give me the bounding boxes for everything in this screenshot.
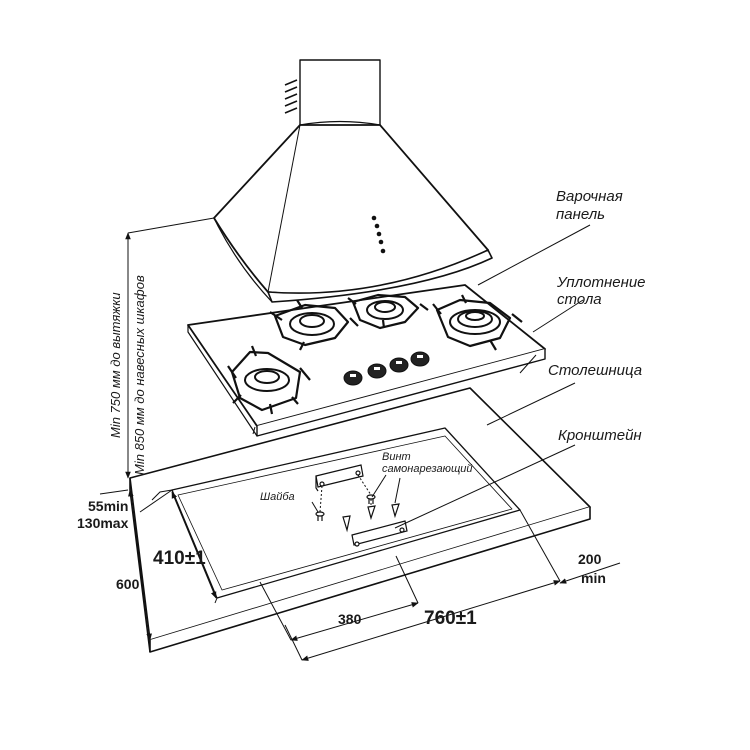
edge-gap-max: 130max: [77, 515, 129, 531]
side-gap-min: min: [581, 570, 606, 586]
countertop-label: Столешница: [548, 362, 643, 379]
edge-gap-min: 55min: [88, 498, 129, 514]
screw-label-line2: самонарезающий: [382, 463, 473, 475]
hob: [187, 284, 546, 437]
bracket-parts: [315, 464, 408, 547]
washer-label: Шайба: [260, 491, 295, 503]
hood-min-distance-label: Min 750 мм до вытяжки: [108, 292, 123, 438]
half-width-dimension: 380: [338, 611, 362, 627]
cabinet-min-distance-label: Min 850 мм до навесных шкафов: [132, 275, 147, 475]
seal-label-line2: стола: [557, 291, 602, 308]
depth-dimension: 600: [116, 576, 140, 592]
cutout-depth-dimension: 410±1: [153, 548, 206, 569]
screw-label-line1: Винт: [382, 451, 411, 463]
seal-label-line1: Уплотнение: [557, 274, 646, 291]
bracket-label: Кронштейн: [558, 427, 642, 444]
hob-label-line2: панель: [556, 206, 606, 223]
hob-label-line1: Варочная: [556, 188, 623, 205]
side-gap-value: 200: [578, 551, 602, 567]
dimension-lines: [99, 217, 621, 661]
hood: [213, 59, 493, 303]
cutout-width-dimension: 760±1: [424, 608, 477, 629]
